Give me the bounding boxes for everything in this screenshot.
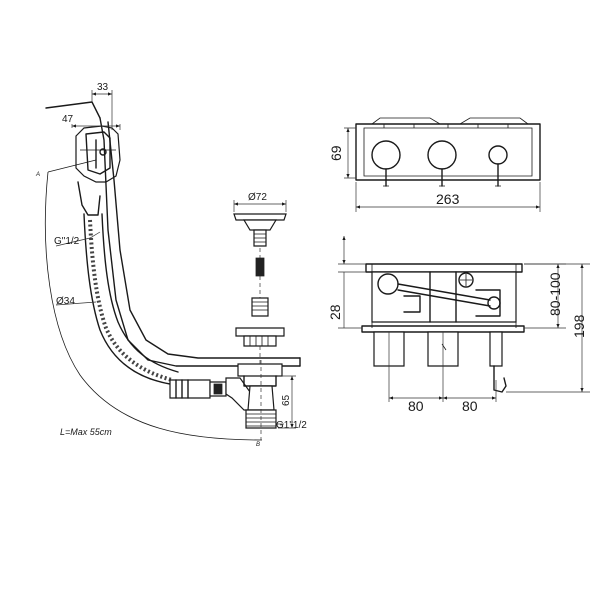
dim-33-label: 33: [97, 82, 109, 93]
dim-65-label: 65: [281, 394, 292, 406]
dim-33: 33: [91, 82, 113, 130]
dim-hose-diameter: Ø34: [55, 296, 97, 307]
front-diverter: [488, 145, 508, 165]
plug-assembly: [233, 213, 287, 364]
dim-thread-bottom: G1"1/2: [276, 420, 307, 431]
mixer-top-view: 80 80 28 80-100 198: [327, 236, 590, 414]
thread-bottom-label: G1"1/2: [276, 420, 307, 431]
front-plate-outline: [355, 123, 541, 181]
dim-72: Ø72: [233, 192, 287, 212]
adjust-range-label: 80-100: [547, 272, 563, 316]
length-note: L=Max 55cm: [60, 427, 112, 437]
flex-hose: [83, 213, 179, 385]
spacing-left-label: 80: [408, 398, 424, 414]
spacing-right-label: 80: [462, 398, 478, 414]
dim-72-label: Ø72: [248, 192, 267, 203]
mixer-front-view: 69 263: [328, 117, 541, 212]
dim-thread-top: G"1/2: [54, 231, 101, 247]
overflow-unit: [75, 125, 121, 216]
top-wall-plate: [365, 263, 523, 273]
dim-47: 47: [62, 114, 121, 130]
bath-wall-outer: [99, 117, 301, 367]
marker-b: B: [256, 442, 260, 448]
bath-waste-drawing: 33 47 G"1/2 Ø34 Ø72 65: [35, 82, 307, 448]
top-spindle-right: [489, 331, 503, 367]
hose-diameter-label: Ø34: [56, 296, 75, 307]
thread-top-label: G"1/2: [54, 236, 80, 247]
length-outline-curve: [44, 171, 263, 441]
trap-unit: [169, 360, 283, 440]
plug-flange: [235, 327, 285, 337]
dim-47-label: 47: [62, 114, 74, 125]
depth-label: 28: [327, 304, 343, 320]
front-handle-left: [371, 140, 401, 170]
front-handle-middle: [427, 140, 457, 170]
marker-a: A: [35, 172, 40, 178]
dim-65: 65: [278, 375, 296, 429]
plug-spindle: [255, 257, 265, 277]
total-depth-label: 198: [571, 314, 587, 338]
plug-cap: [233, 213, 287, 221]
front-width-label: 263: [436, 191, 460, 207]
top-body: [371, 271, 517, 323]
front-height-label: 69: [328, 145, 344, 161]
bath-wall-inner: [107, 121, 301, 359]
